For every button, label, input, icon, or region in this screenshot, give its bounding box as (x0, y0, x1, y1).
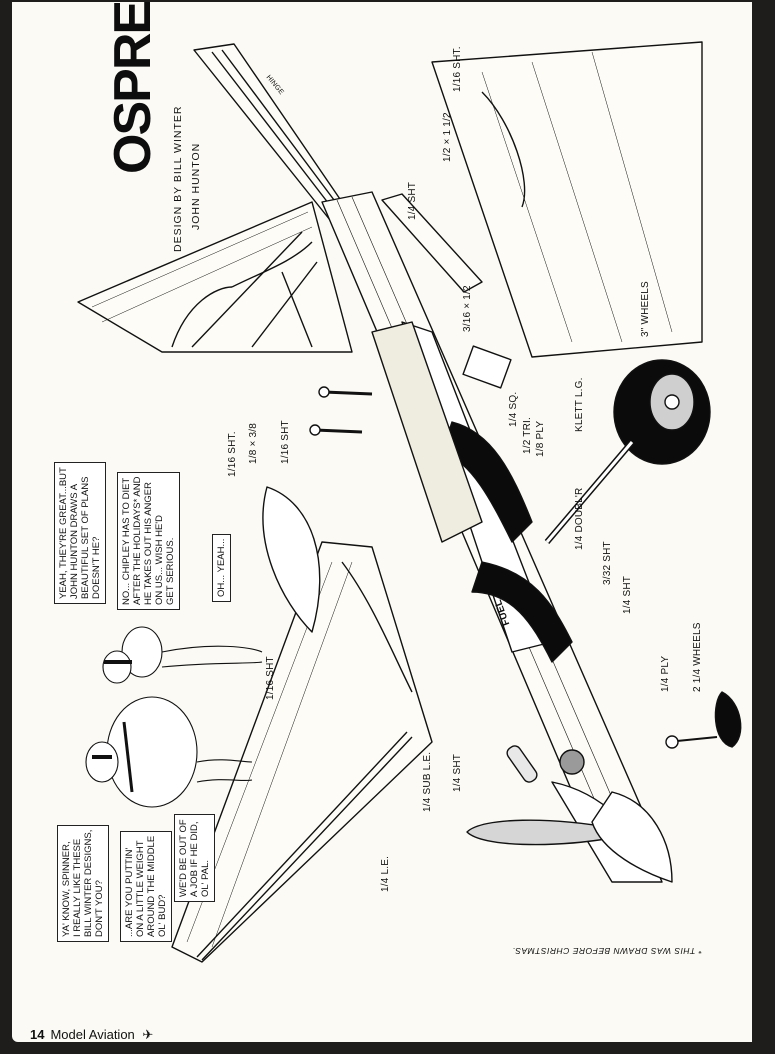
page-number: 14 (30, 1027, 45, 1042)
footnote: * THIS WAS DRAWN BEFORE CHRISTMAS. (512, 946, 703, 956)
page-footer: 14 Model Aviation ✈ (30, 1027, 153, 1042)
callout-label: 1/4 L.E. (380, 855, 391, 892)
speech-bubble: NO... CHIPLEY HAS TO DIET AFTER THE HOLI… (117, 471, 180, 610)
callout-label: 1/4 SUB L.E. (422, 751, 433, 812)
callout-label: 1/16 SHT (280, 420, 291, 464)
callout-label: 1/4 DOUBL'R (574, 487, 585, 550)
speech-bubble: WE'D BE OUT OF A JOB IF HE DID, OL' PAL. (174, 814, 215, 902)
speech-bubble: YEAH, THEY'RE GREAT...BUT JOHN HUNTON DR… (54, 462, 106, 604)
callout-label: 1/16 SHT. (227, 431, 238, 477)
callout-label: 1/16 SHT. (452, 46, 463, 92)
fuselage-drawing (321, 191, 653, 863)
elevator-drawing (193, 43, 343, 221)
callout-label: 1/8 × 3/8 (248, 423, 259, 464)
nose-drawing (466, 745, 673, 883)
callout-label: KLETT L.G. (574, 377, 585, 432)
tail-wheel-drawing (665, 691, 742, 749)
callout-label: 3" WHEELS (640, 281, 651, 337)
callout-label: 1/4 SQ. (508, 391, 519, 427)
magazine-page: OSPREY DESIGN BY BILL WINTER JOHN HUNTON… (12, 2, 752, 1042)
osprey-exploded-drawing (77, 41, 742, 963)
design-credit: DESIGN BY BILL WINTER (172, 105, 184, 252)
servo-drawing (462, 345, 512, 389)
article-title: OSPREY (104, 2, 162, 174)
fin-drawing (77, 201, 353, 353)
publication-name: Model Aviation (50, 1027, 135, 1042)
drawing-credit: JOHN HUNTON (190, 142, 202, 230)
callout-label: 1/2 TRI. (522, 417, 533, 454)
callout-label: 1/8 PLY (535, 420, 546, 457)
callout-label: 1/4 PLY (660, 655, 671, 692)
canopy-drawing (262, 486, 321, 633)
speech-bubble: OH... YEAH... (212, 533, 231, 602)
main-wheel-drawing (544, 359, 711, 544)
speech-bubble: ...ARE YOU PUTTIN' ON A LITTLE WEIGHT AR… (120, 830, 172, 942)
callout-label: 1/16 SHT (265, 656, 276, 700)
wing-bolts (309, 386, 373, 436)
cartoon-characters (85, 626, 263, 808)
callout-label: 1/4 SHT (452, 753, 463, 792)
callout-label: 1/4 SHT (407, 181, 418, 220)
callout-label: 3/32 SHT (602, 541, 613, 585)
speech-bubble: YA' KNOW, SPINNER, I REALLY LIKE THESE B… (57, 824, 109, 942)
callout-label: 2 1/4 WHEELS (692, 622, 703, 692)
wing-panel-right (431, 41, 703, 358)
airplane-icon: ✈ (142, 1027, 154, 1042)
callout-label: 1/4 SHT (622, 575, 633, 614)
callout-label: 1/2 × 1 1/2 (442, 112, 453, 162)
callout-label: 3/16 × 1/2 (462, 285, 473, 332)
